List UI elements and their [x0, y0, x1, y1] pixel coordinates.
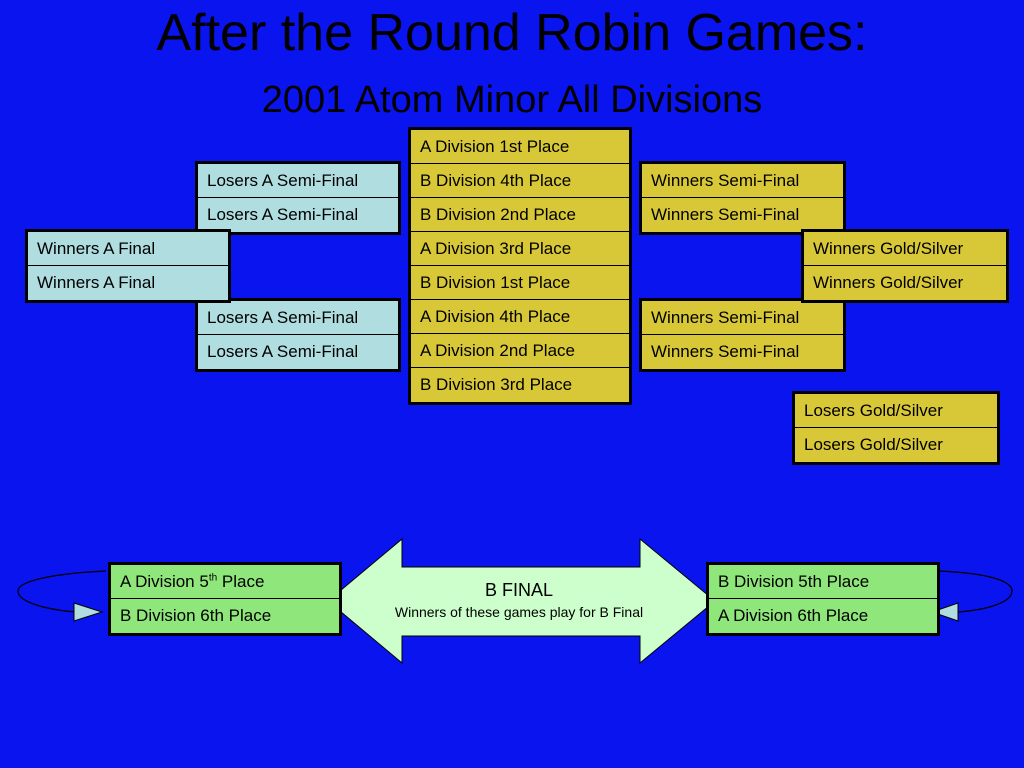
b-right-cell: B Division 5th Place	[709, 565, 937, 599]
losers-semi-cell: Losers A Semi-Final	[198, 164, 398, 198]
losers-gold-silver: Losers Gold/Silver Losers Gold/Silver	[792, 391, 1000, 465]
round-robin-standings: A Division 1st Place B Division 4th Plac…	[408, 127, 632, 405]
left-loop-arrow	[17, 570, 107, 613]
winners-a-final-cell: Winners A Final	[28, 266, 228, 300]
winners-semi-final-bottom: Winners Semi-Final Winners Semi-Final	[639, 298, 846, 372]
winners-a-final-cell: Winners A Final	[28, 232, 228, 266]
standing-cell: A Division 4th Place	[411, 300, 629, 334]
b-bracket-right: B Division 5th Place A Division 6th Plac…	[706, 562, 940, 636]
b-final-label-group: B FINAL Winners of these games play for …	[360, 578, 678, 622]
losers-semi-final-top: Losers A Semi-Final Losers A Semi-Final	[195, 161, 401, 235]
b-bracket-left: A Division 5th Place B Division 6th Plac…	[108, 562, 342, 636]
winners-a-final: Winners A Final Winners A Final	[25, 229, 231, 303]
losers-semi-cell: Losers A Semi-Final	[198, 335, 398, 369]
b-left-row1-sup: th	[208, 572, 218, 584]
b-final-caption: Winners of these games play for B Final	[394, 604, 644, 620]
b-left-cell: B Division 6th Place	[111, 599, 339, 633]
losers-gold-silver-cell: Losers Gold/Silver	[795, 394, 997, 428]
standing-cell: A Division 3rd Place	[411, 232, 629, 266]
page-title: After the Round Robin Games:	[156, 4, 868, 62]
winners-gold-silver: Winners Gold/Silver Winners Gold/Silver	[801, 229, 1009, 303]
losers-semi-cell: Losers A Semi-Final	[198, 198, 398, 232]
page-subtitle: 2001 Atom Minor All Divisions	[261, 79, 763, 121]
winners-gold-silver-cell: Winners Gold/Silver	[804, 266, 1006, 300]
left-loop-arrowhead-icon	[73, 602, 104, 622]
winners-semi-cell: Winners Semi-Final	[642, 198, 843, 232]
b-right-cell: A Division 6th Place	[709, 599, 937, 633]
right-loop-arrowhead-icon	[930, 602, 959, 622]
standing-cell: B Division 3rd Place	[411, 368, 629, 402]
losers-semi-cell: Losers A Semi-Final	[198, 301, 398, 335]
winners-semi-final-top: Winners Semi-Final Winners Semi-Final	[639, 161, 846, 235]
b-left-row1-suffix: Place	[217, 572, 265, 591]
standing-cell: B Division 1st Place	[411, 266, 629, 300]
losers-semi-final-bottom: Losers A Semi-Final Losers A Semi-Final	[195, 298, 401, 372]
winners-semi-cell: Winners Semi-Final	[642, 301, 843, 335]
winners-semi-cell: Winners Semi-Final	[642, 335, 843, 369]
standing-cell: B Division 2nd Place	[411, 198, 629, 232]
b-left-row1-prefix: A Division 5	[120, 572, 209, 591]
winners-gold-silver-cell: Winners Gold/Silver	[804, 232, 1006, 266]
b-left-cell: A Division 5th Place	[111, 565, 339, 599]
right-loop-arrow	[937, 570, 1013, 613]
winners-semi-cell: Winners Semi-Final	[642, 164, 843, 198]
standing-cell: A Division 2nd Place	[411, 334, 629, 368]
standing-cell: A Division 1st Place	[411, 130, 629, 164]
losers-gold-silver-cell: Losers Gold/Silver	[795, 428, 997, 462]
standing-cell: B Division 4th Place	[411, 164, 629, 198]
b-final-label: B FINAL	[484, 580, 554, 600]
